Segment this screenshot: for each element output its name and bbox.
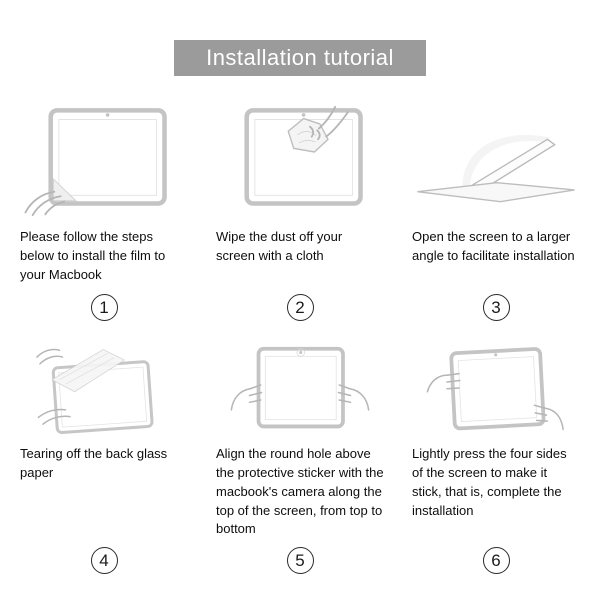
tablet-outline	[48, 108, 167, 206]
camera-dot	[494, 353, 498, 357]
wipe-screen-cloth-illustration	[216, 102, 384, 220]
peel-film-corner-svg	[24, 108, 167, 217]
step-2-caption: Wipe the dust off your screen with a clo…	[216, 229, 343, 263]
align-film-camera-svg	[230, 346, 370, 429]
step-4-cell: Tearing off the back glass paper 4	[8, 337, 200, 574]
step-4-caption: Tearing off the back glass paper	[20, 446, 168, 480]
wipe-screen-cloth-svg	[244, 105, 363, 206]
step-6-cell: Lightly press the four sides of the scre…	[400, 337, 592, 574]
step-1-caption: Please follow the steps below to install…	[20, 229, 166, 282]
step-6-number-badge: 6	[482, 547, 510, 574]
step-1-number-badge: 1	[90, 294, 118, 321]
tutorial-title-bar: Installation tutorial	[174, 40, 426, 76]
page-title: Installation tutorial	[206, 45, 394, 70]
screen-motion-ghost	[462, 134, 550, 190]
open-laptop-angle-svg	[417, 134, 575, 203]
steps-grid: Please follow the steps below to install…	[0, 102, 600, 574]
hand-sketch-left	[230, 384, 263, 411]
step-6-caption: Lightly press the four sides of the scre…	[412, 446, 567, 518]
align-film-camera-illustration	[216, 345, 384, 437]
camera-dot	[301, 113, 306, 117]
laptop-base	[417, 181, 575, 203]
peel-film-corner-illustration	[20, 102, 188, 220]
film-camera-hole	[296, 348, 305, 357]
step-3-number-badge: 3	[482, 294, 510, 321]
step-1-cell: Please follow the steps below to install…	[8, 102, 200, 321]
step-4-number-wrap: 4	[20, 547, 188, 574]
press-screen-sides-illustration	[412, 345, 580, 437]
step-5-caption: Align the round hole above the protectiv…	[216, 446, 384, 537]
camera-dot	[105, 113, 110, 117]
film-streaks	[59, 352, 114, 385]
step-3-caption: Open the screen to a larger angle to fac…	[412, 229, 575, 263]
hand-sketch	[36, 348, 71, 425]
tear-back-paper-svg	[36, 348, 154, 434]
step-3-cell: Open the screen to a larger angle to fac…	[400, 102, 592, 321]
step-5-cell: Align the round hole above the protectiv…	[204, 337, 396, 574]
step-2-number-wrap: 2	[216, 294, 384, 321]
hand-sketch-left	[426, 372, 461, 393]
step-6-number-wrap: 6	[412, 547, 580, 574]
hand-sketch-right	[533, 404, 564, 431]
open-laptop-angle-illustration	[412, 102, 580, 220]
tablet-outline	[256, 346, 345, 429]
film-corner-flap	[52, 178, 78, 202]
press-screen-sides-svg	[426, 347, 564, 431]
cloth-sketch	[287, 117, 329, 153]
hand-sketch	[24, 190, 66, 217]
step-5-number-badge: 5	[286, 547, 314, 574]
step-2-number-badge: 2	[286, 294, 314, 321]
step-2-cell: Wipe the dust off your screen with a clo…	[204, 102, 396, 321]
step-1-number-wrap: 1	[20, 294, 188, 321]
tablet-outline	[244, 108, 363, 206]
step-5-number-wrap: 5	[216, 547, 384, 574]
film-sheet	[51, 349, 126, 393]
cloth-folds	[297, 130, 317, 144]
tablet-outline	[449, 347, 546, 431]
step-3-number-wrap: 3	[412, 294, 580, 321]
step-4-number-badge: 4	[90, 547, 118, 574]
tear-back-paper-illustration	[20, 345, 188, 437]
hand-sketch-right	[337, 384, 370, 411]
camera-dot	[299, 351, 303, 355]
hand-sketch	[309, 105, 349, 141]
